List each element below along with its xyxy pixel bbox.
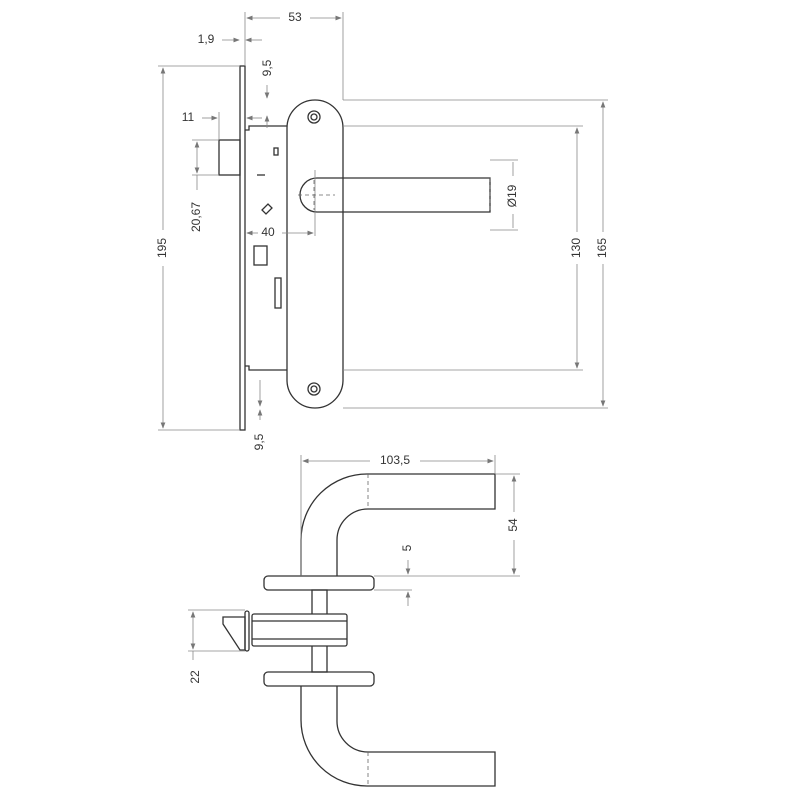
front-dimensions: 53 1,9 195 9,5 9,5 11 20,67 40 Ø19 130 1… [155, 10, 609, 450]
dim-lock-depth: 22 [188, 670, 202, 684]
dim-screw-spacing: 130 [569, 238, 583, 258]
dim-top-offset: 9,5 [260, 59, 274, 76]
dim-rosette-thickness: 5 [400, 544, 414, 551]
key-hole [253, 245, 268, 266]
lock-detail-diamond [261, 203, 273, 215]
dim-faceplate-thickness: 1,9 [198, 32, 215, 46]
screw-bottom [307, 382, 321, 396]
lock-slot [274, 277, 282, 309]
rosette-top [263, 575, 375, 591]
dim-handle-axis: 40 [261, 225, 275, 239]
latch-bolt [218, 139, 241, 176]
dim-bottom-offset: 9,5 [252, 433, 266, 450]
dim-latch-projection: 11 [182, 110, 195, 124]
dim-faceplate-length: 195 [155, 238, 169, 258]
escutcheon-plate [286, 99, 344, 409]
latch-tongue [222, 616, 246, 651]
lock-detail [273, 147, 279, 156]
front-view [218, 65, 491, 431]
faceplate [239, 65, 246, 431]
rosette-bottom [263, 671, 375, 687]
lever-handle [299, 177, 491, 213]
dim-plate-length: 165 [595, 238, 609, 258]
lock-body [245, 125, 287, 371]
top-view-dimensions: 103,5 54 5 22 [188, 453, 520, 684]
lever-top [300, 473, 496, 576]
lever-bottom [300, 686, 496, 787]
dim-handle-diameter: Ø19 [505, 184, 519, 207]
dim-lever-length: 103,5 [380, 453, 410, 467]
dim-backset: 53 [288, 10, 302, 24]
lock-case [251, 613, 348, 647]
screw-top [307, 110, 321, 124]
top-view [222, 473, 496, 787]
dim-latch-height: 20,67 [189, 202, 203, 232]
dim-lever-height: 54 [506, 518, 520, 532]
